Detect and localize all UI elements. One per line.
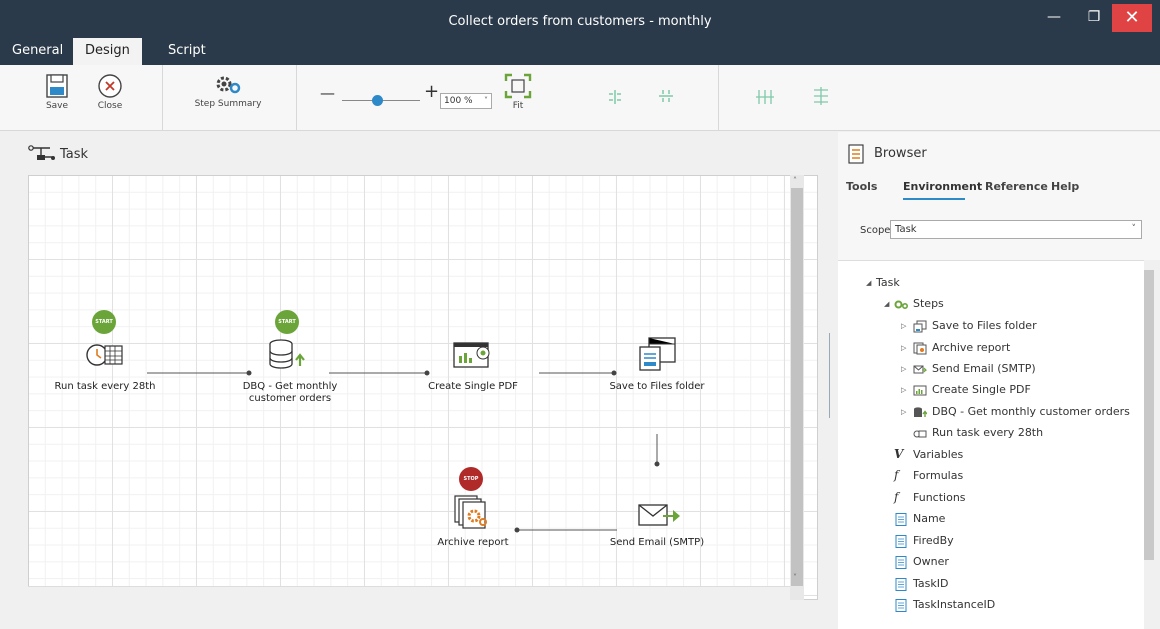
scope-label: Scope bbox=[860, 225, 891, 236]
email-send-icon[interactable] bbox=[637, 501, 681, 529]
archive-icon[interactable] bbox=[453, 494, 493, 530]
step-summary-label: Step Summary bbox=[194, 99, 262, 109]
fit-button[interactable]: Fit bbox=[500, 65, 536, 131]
tree-scroll-thumb[interactable] bbox=[1144, 270, 1154, 560]
variables-icon: V bbox=[894, 447, 904, 461]
tab-reference[interactable]: Reference bbox=[985, 180, 1048, 193]
tab-tools[interactable]: Tools bbox=[846, 180, 878, 193]
document-icon bbox=[895, 599, 907, 612]
expanded-arrow-icon[interactable]: ◢ bbox=[884, 300, 890, 308]
collapsed-arrow-icon[interactable]: ▷ bbox=[901, 344, 907, 352]
scope-select[interactable]: Task ˅ bbox=[890, 220, 1142, 239]
email-icon bbox=[913, 365, 927, 374]
task-flow-icon bbox=[28, 145, 55, 160]
ribbon-separator bbox=[296, 65, 297, 131]
collapsed-arrow-icon[interactable]: ▷ bbox=[901, 408, 907, 416]
document-icon bbox=[895, 535, 907, 548]
collapsed-arrow-icon[interactable]: ▷ bbox=[901, 322, 907, 330]
tab-help[interactable]: Help bbox=[1051, 180, 1080, 193]
close-button[interactable]: Close bbox=[85, 65, 135, 131]
zoom-out-button[interactable]: — bbox=[320, 84, 335, 102]
active-tab-indicator bbox=[903, 198, 965, 200]
panel-splitter[interactable] bbox=[829, 333, 830, 418]
chevron-down-icon: ˅ bbox=[484, 96, 488, 105]
align-horizontal-center-icon[interactable] bbox=[607, 90, 623, 104]
step-summary-button[interactable]: Step Summary bbox=[185, 65, 271, 131]
close-label: Close bbox=[97, 101, 123, 111]
close-window-button[interactable]: ✕ bbox=[1112, 4, 1152, 32]
start-badge: START bbox=[275, 310, 299, 334]
formula-icon: f bbox=[894, 468, 899, 482]
zoom-value: 100 % bbox=[444, 96, 473, 106]
tab-script[interactable]: Script bbox=[168, 43, 206, 58]
save-files-icon[interactable] bbox=[637, 336, 677, 372]
scroll-up-icon[interactable]: ˄ bbox=[793, 176, 797, 185]
archive-icon bbox=[913, 342, 927, 355]
ribbon-separator bbox=[718, 65, 719, 131]
pdf-report-icon[interactable] bbox=[453, 341, 493, 371]
zoom-slider-thumb[interactable] bbox=[372, 95, 383, 106]
expanded-arrow-icon[interactable]: ◢ bbox=[866, 279, 872, 287]
document-icon bbox=[895, 556, 907, 569]
close-circle-icon bbox=[98, 74, 122, 98]
node-label-save-files[interactable]: Save to Files folder bbox=[609, 381, 705, 392]
tab-design[interactable]: Design bbox=[73, 38, 142, 65]
node-label-create-pdf[interactable]: Create Single PDF bbox=[428, 381, 518, 392]
zoom-select[interactable]: 100 % ˅ bbox=[440, 93, 492, 109]
minimize-button[interactable]: — bbox=[1047, 9, 1061, 25]
environment-tree: ◢ Task ◢ Steps ▷ Save to Files folder ▷ … bbox=[838, 260, 1144, 629]
fit-icon bbox=[504, 73, 532, 99]
tab-environment[interactable]: Environment bbox=[903, 180, 983, 193]
node-label-send-email[interactable]: Send Email (SMTP) bbox=[609, 537, 705, 548]
scroll-down-icon[interactable]: ˅ bbox=[793, 573, 797, 582]
collapsed-arrow-icon[interactable]: ▷ bbox=[901, 365, 907, 373]
browser-list-icon bbox=[848, 144, 864, 164]
function-icon: f bbox=[894, 490, 899, 504]
schedule-icon[interactable] bbox=[85, 341, 125, 369]
node-label-run-task[interactable]: Run task every 28th bbox=[54, 381, 156, 392]
steps-icon bbox=[894, 300, 908, 309]
browser-title: Browser bbox=[874, 146, 927, 161]
save-icon bbox=[46, 74, 68, 98]
workflow-canvas[interactable]: START Run task every 28th START DBQ - Ge… bbox=[28, 175, 818, 600]
task-title: Task bbox=[60, 147, 89, 162]
schedule-icon bbox=[913, 430, 927, 438]
canvas-horizontal-scrollbar[interactable] bbox=[28, 586, 790, 600]
stop-badge: STOP bbox=[459, 467, 483, 491]
database-icon[interactable] bbox=[267, 338, 307, 370]
task-header: Task bbox=[0, 132, 820, 176]
pdf-icon bbox=[913, 385, 927, 396]
canvas-vertical-scroll-thumb[interactable] bbox=[791, 188, 803, 586]
ribbon-toolbar: Save Close Step Summary — + bbox=[0, 65, 1160, 131]
maximize-button[interactable]: ❐ bbox=[1087, 9, 1101, 25]
save-button[interactable]: Save bbox=[32, 65, 82, 131]
window-title: Collect orders from customers - monthly bbox=[448, 14, 712, 29]
database-icon bbox=[914, 407, 927, 417]
document-icon bbox=[895, 513, 907, 526]
save-label: Save bbox=[45, 101, 69, 111]
chevron-down-icon: ˅ bbox=[1131, 224, 1137, 234]
node-label-dbq[interactable]: DBQ - Get monthly customer orders bbox=[242, 381, 338, 404]
ribbon-separator bbox=[162, 65, 163, 131]
align-vertical-center-icon[interactable] bbox=[659, 88, 673, 104]
scope-value: Task bbox=[895, 224, 917, 235]
distribute-horizontal-icon[interactable] bbox=[756, 90, 774, 104]
distribute-vertical-icon[interactable] bbox=[814, 87, 828, 105]
browser-panel: Browser Tools Environment Reference Help… bbox=[838, 132, 1160, 629]
connector-lines bbox=[147, 370, 660, 533]
gears-icon bbox=[216, 76, 241, 94]
tab-general[interactable]: General bbox=[12, 43, 64, 58]
start-badge: START bbox=[92, 310, 116, 334]
node-label-archive[interactable]: Archive report bbox=[437, 537, 509, 548]
save-files-icon bbox=[913, 320, 927, 333]
title-bar: Collect orders from customers - monthly … bbox=[0, 0, 1160, 65]
collapsed-arrow-icon[interactable]: ▷ bbox=[901, 386, 907, 394]
zoom-in-button[interactable]: + bbox=[424, 81, 440, 102]
fit-label: Fit bbox=[512, 101, 524, 111]
document-icon bbox=[895, 578, 907, 591]
